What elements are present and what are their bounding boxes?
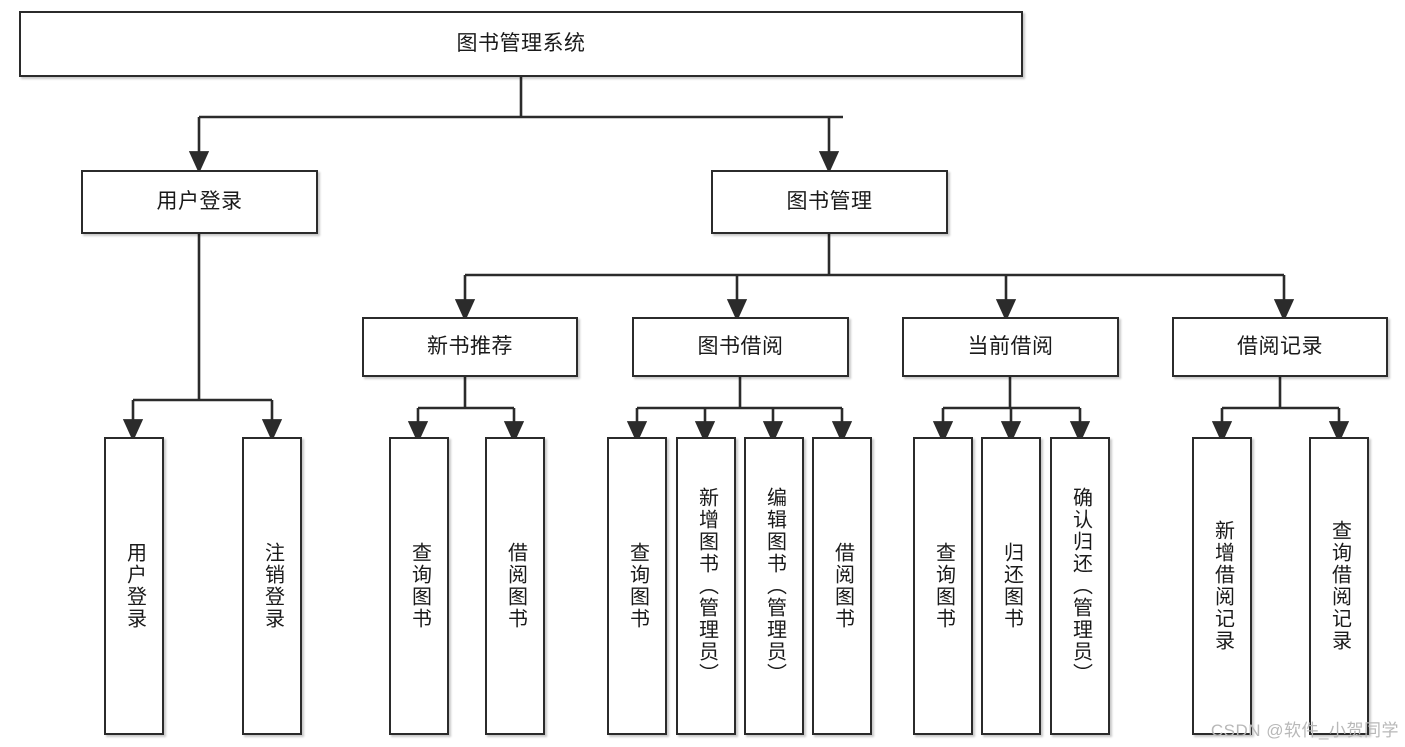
node-label: 图书借阅 [697,334,784,358]
node-label: 新增图书（管理员） [695,487,718,685]
node-label: 当前借阅 [967,334,1054,358]
node-label: 用户登录 [156,189,243,213]
node-label: 图书管理 [786,189,873,213]
node-leaf-add-book-admin[interactable]: 新增图书（管理员） [676,437,736,735]
node-label: 查询图书 [408,542,431,630]
node-leaf-query-book-borrow[interactable]: 查询图书 [607,437,667,735]
node-user-login[interactable]: 用户登录 [81,170,318,234]
watermark-text: CSDN @软件_小贺同学 [1210,721,1399,740]
node-leaf-edit-book-admin[interactable]: 编辑图书（管理员） [744,437,804,735]
node-leaf-query-borrow-record[interactable]: 查询借阅记录 [1309,437,1369,735]
node-label: 查询图书 [626,542,649,630]
node-label: 查询图书 [932,542,955,630]
node-leaf-borrow-book-recommend[interactable]: 借阅图书 [485,437,545,735]
node-leaf-user-login[interactable]: 用户登录 [104,437,164,735]
node-book-borrow[interactable]: 图书借阅 [632,317,849,377]
node-leaf-query-book-current[interactable]: 查询图书 [913,437,973,735]
node-new-book-recommend[interactable]: 新书推荐 [362,317,578,377]
node-leaf-query-book-recommend[interactable]: 查询图书 [389,437,449,735]
node-label: 编辑图书（管理员） [763,487,786,685]
node-current-borrow[interactable]: 当前借阅 [902,317,1119,377]
node-label: 新增借阅记录 [1211,520,1234,652]
node-borrow-record[interactable]: 借阅记录 [1172,317,1388,377]
node-book-management[interactable]: 图书管理 [711,170,948,234]
node-label: 用户登录 [123,542,146,630]
node-leaf-logout[interactable]: 注销登录 [242,437,302,735]
node-label: 图书管理系统 [456,31,586,55]
node-leaf-add-borrow-record[interactable]: 新增借阅记录 [1192,437,1252,735]
node-leaf-return-book[interactable]: 归还图书 [981,437,1041,735]
node-leaf-borrow-book[interactable]: 借阅图书 [812,437,872,735]
node-label: 注销登录 [261,542,284,630]
node-leaf-confirm-return-admin[interactable]: 确认归还（管理员） [1050,437,1110,735]
node-label: 借阅图书 [831,542,854,630]
node-label: 借阅图书 [504,542,527,630]
node-label: 归还图书 [1000,542,1023,630]
node-label: 新书推荐 [427,334,513,358]
node-root-book-management-system[interactable]: 图书管理系统 [19,11,1023,77]
node-label: 确认归还（管理员） [1069,487,1092,685]
node-label: 借阅记录 [1237,334,1323,358]
node-label: 查询借阅记录 [1328,520,1351,652]
